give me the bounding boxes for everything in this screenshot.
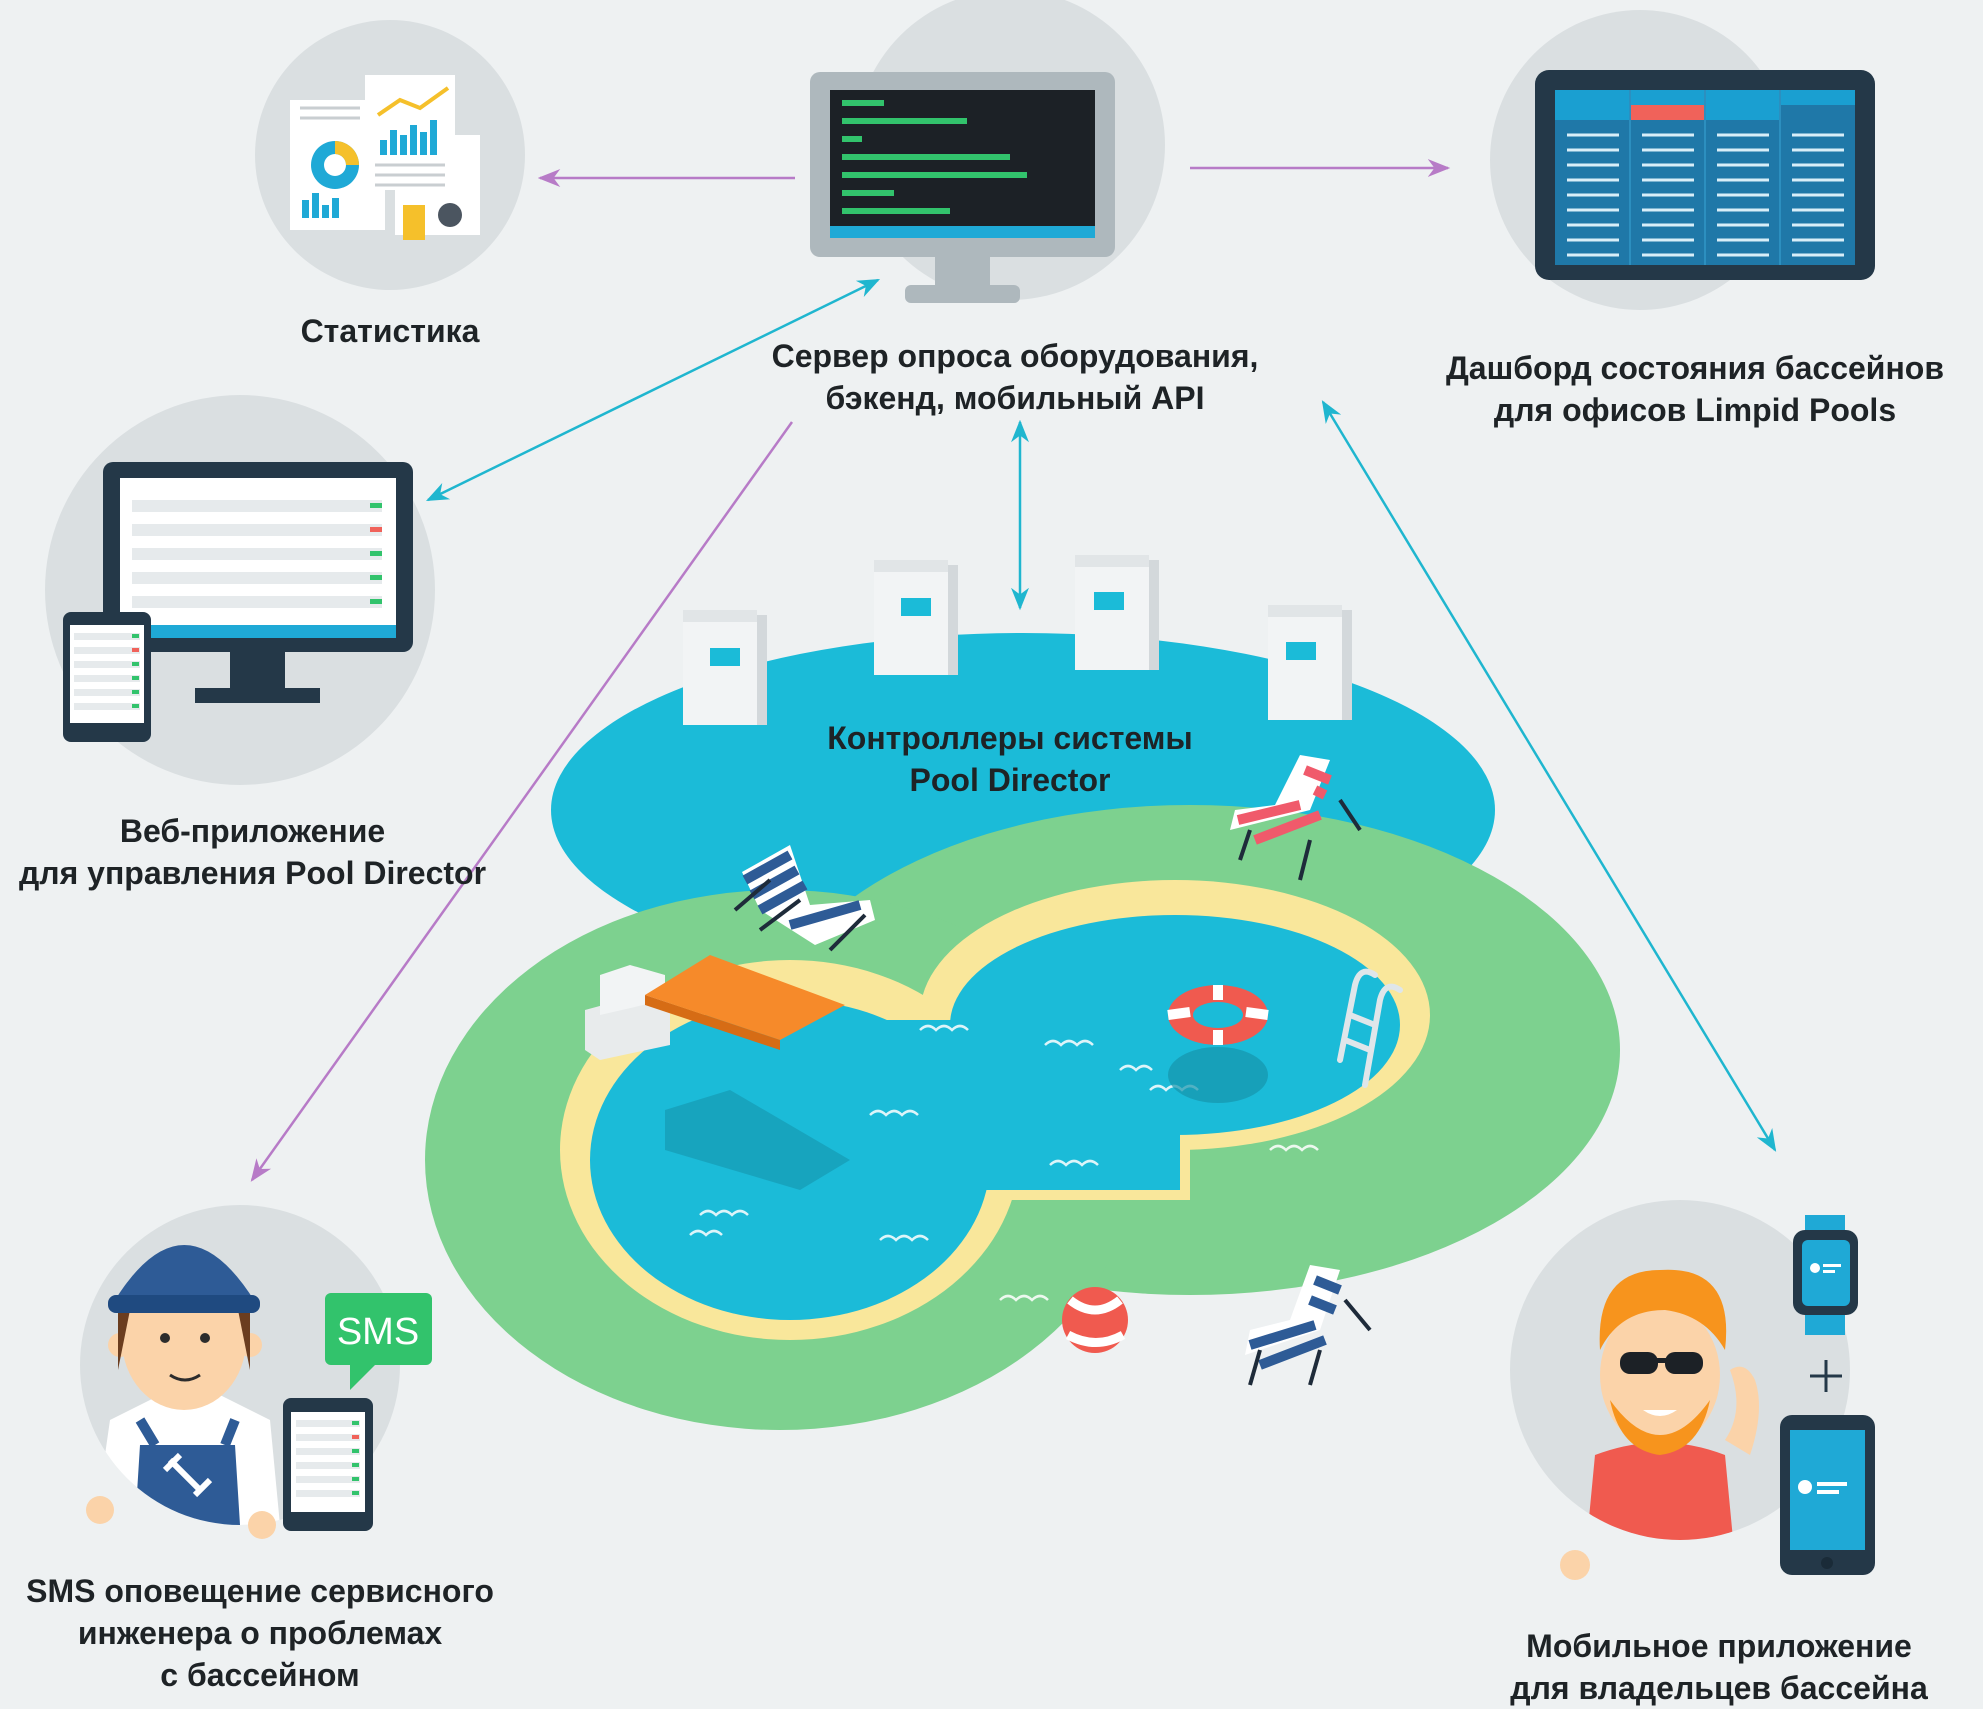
tablet-row <box>296 1434 360 1441</box>
web-app-status-flag <box>370 527 382 532</box>
web-app-status-flag <box>370 575 382 580</box>
web-app-row <box>132 500 382 512</box>
plus-icon <box>1810 1360 1842 1392</box>
arrow-server-sms <box>250 421 794 1182</box>
tablet-status-flag <box>352 1421 359 1425</box>
deck-chair <box>733 845 875 952</box>
tablet-status-flag <box>352 1463 359 1467</box>
web-app-label: Веб-приложение для управления Pool Direc… <box>18 813 487 891</box>
tablet-status-flag <box>132 704 139 708</box>
web-app-row <box>132 596 382 608</box>
owner-icon <box>1560 1269 1759 1580</box>
tablet-status-flag <box>352 1435 359 1439</box>
smartwatch-icon <box>1793 1215 1858 1335</box>
arrow-server-webapp <box>425 278 881 502</box>
tablet-status-flag <box>132 690 139 694</box>
tablet-row <box>296 1476 360 1483</box>
tablet-status-flag <box>132 676 139 680</box>
web-app-status-flag <box>370 551 382 556</box>
server-label: Сервер опроса оборудования, бэкенд, моби… <box>771 338 1259 416</box>
dashboard-icon <box>1535 70 1875 280</box>
tablet-status-flag <box>132 634 139 638</box>
web-app-status-flag <box>370 503 382 508</box>
tablet-row <box>74 675 140 682</box>
tablet-status-flag <box>352 1491 359 1495</box>
tablet-row <box>296 1462 360 1469</box>
arrow-server-mobile <box>1321 400 1777 1152</box>
statistics-icon <box>290 75 480 240</box>
sms-label: SMS оповещение сервисного инженера о про… <box>26 1573 494 1693</box>
tablet-status-flag <box>132 662 139 666</box>
web-app-row <box>132 548 382 560</box>
sms-bubble-icon: SMS <box>325 1293 432 1390</box>
web-app-row <box>132 572 382 584</box>
tablet-status-flag <box>132 648 139 652</box>
tablet-status-flag <box>352 1477 359 1481</box>
tablet-row <box>74 703 140 710</box>
dashboard-label: Дашборд состояния бассейнов для офисов L… <box>1445 350 1945 428</box>
deck-chair <box>1245 1265 1372 1386</box>
tablet-row <box>296 1420 360 1427</box>
tablet-row <box>296 1448 360 1455</box>
mobile-label: Мобильное приложение для владельцев басс… <box>1510 1628 1928 1706</box>
statistics-label: Статистика <box>300 313 480 349</box>
server-monitor-icon <box>810 72 1115 303</box>
controllers-label: Контроллеры системы Pool Director <box>827 720 1193 798</box>
tablet-row <box>74 647 140 654</box>
tablet-row <box>74 633 140 640</box>
tablet-row <box>74 661 140 668</box>
web-app-icon <box>63 462 413 742</box>
controller-icon <box>683 555 1352 725</box>
web-app-row <box>132 524 382 536</box>
phone-icon <box>1780 1415 1875 1575</box>
tablet-row <box>74 689 140 696</box>
connection-arrows <box>250 159 1777 1182</box>
tablet-status-flag <box>352 1449 359 1453</box>
web-app-status-flag <box>370 599 382 604</box>
tablet-row <box>296 1490 360 1497</box>
sms-bubble-text: SMS <box>337 1311 419 1353</box>
